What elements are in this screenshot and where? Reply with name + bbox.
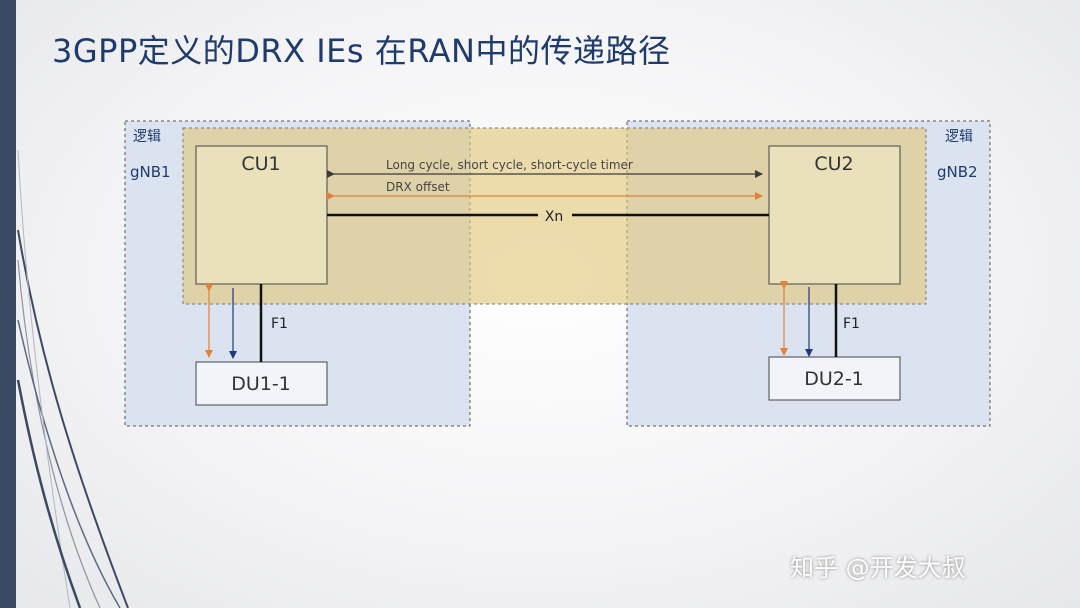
du1-box xyxy=(195,361,328,406)
page-title: 3GPP定义的DRX IEs 在RAN中的传递路径 xyxy=(52,32,671,70)
cu2-label: CU2 xyxy=(814,153,853,175)
drx-offset-label: DRX offset xyxy=(386,180,450,194)
gnb2-f1-label: F1 xyxy=(843,316,860,332)
cycles-label: Long cycle, short cycle, short-cycle tim… xyxy=(386,158,633,172)
gnb1-f1-label: F1 xyxy=(271,316,288,332)
xn-label: Xn xyxy=(545,209,563,225)
left-accent-bar xyxy=(0,0,16,608)
du2-label: DU2-1 xyxy=(804,368,864,390)
cu1-box xyxy=(195,145,328,285)
decorative-swoosh-lines xyxy=(16,149,129,608)
gnb2-logic-label: 逻辑 xyxy=(945,129,973,145)
du1-label: DU1-1 xyxy=(231,373,291,395)
cu1-label: CU1 xyxy=(241,153,280,175)
du2-box xyxy=(768,356,901,401)
gnb2-name-label: gNB2 xyxy=(937,163,978,181)
gnb1-name-label: gNB1 xyxy=(130,163,171,181)
cu2-box xyxy=(768,145,901,285)
gnb1-logic-label: 逻辑 xyxy=(133,129,161,145)
watermark: 知乎 @开发大叔 xyxy=(790,554,966,582)
